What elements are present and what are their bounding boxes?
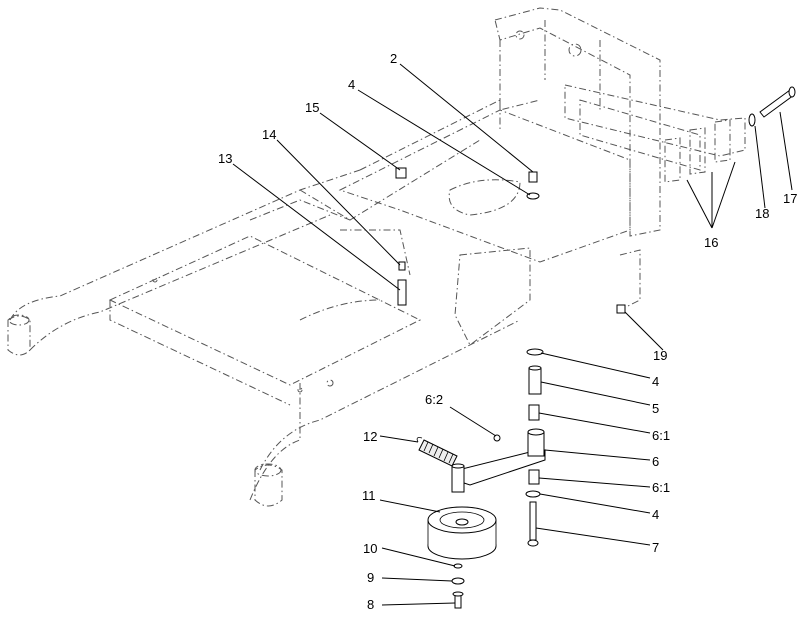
callout-11: 11 — [362, 488, 376, 503]
long-bolt — [748, 86, 796, 127]
callout-6-2: 6:2 — [425, 392, 443, 407]
callout-7: 7 — [652, 540, 659, 555]
leader-lines — [232, 63, 793, 606]
callout-4-bottom: 4 — [652, 507, 659, 522]
callout-10: 10 — [363, 541, 377, 556]
callout-19: 19 — [653, 348, 667, 363]
callout-16: 16 — [704, 235, 718, 250]
callout-5: 5 — [652, 401, 659, 416]
callout-18: 18 — [755, 206, 769, 221]
stop-blocks — [564, 84, 746, 183]
mower-frame — [7, 7, 661, 507]
callout-6-1-lower: 6:1 — [652, 480, 670, 495]
callout-6: 6 — [652, 454, 659, 469]
callout-12: 12 — [363, 429, 377, 444]
callout-8: 8 — [367, 597, 374, 612]
callout-4-spacer-washer: 4 — [652, 374, 659, 389]
callout-labels: 2 4 15 14 13 16 17 18 19 4 5 6:1 6:2 12 … — [218, 51, 797, 612]
callout-4-top: 4 — [348, 77, 355, 92]
callout-13: 13 — [218, 151, 232, 166]
callout-14: 14 — [262, 127, 276, 142]
idler-assembly — [416, 348, 546, 609]
callout-6-1-upper: 6:1 — [652, 428, 670, 443]
callout-9: 9 — [367, 570, 374, 585]
callout-2: 2 — [390, 51, 397, 66]
callout-15: 15 — [305, 100, 319, 115]
frame-hardware — [395, 167, 626, 314]
callout-17: 17 — [783, 191, 797, 206]
